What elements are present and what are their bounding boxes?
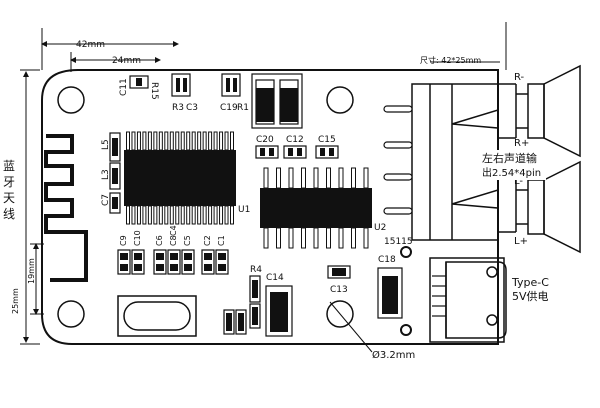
label-c15: C15 — [318, 135, 336, 145]
chip-u1 — [124, 150, 236, 206]
svg-text:线: 线 — [3, 207, 15, 221]
label-c5: C5 — [183, 235, 192, 246]
speaker-right — [515, 64, 581, 158]
label-c14: C14 — [266, 273, 284, 283]
board-outline — [41, 69, 499, 345]
mounting-holes — [57, 86, 354, 328]
label-c10: C10 — [133, 230, 142, 246]
label-c19: C19 — [220, 103, 238, 113]
label-c11: C11 — [119, 78, 129, 96]
label-r15: R15 — [149, 82, 159, 100]
label-l5: L5 — [101, 139, 111, 150]
label-c18: C18 — [378, 255, 396, 265]
crystal-body — [123, 301, 191, 331]
speaker-note-line2: 出2.54*4pin — [482, 166, 541, 179]
label-c1: C1 — [217, 235, 226, 246]
label-r-plus: R+ — [514, 138, 529, 149]
bottom-cap-pads — [120, 253, 226, 271]
usb-pins — [432, 275, 446, 317]
label-c9: C9 — [119, 235, 128, 246]
label-r-minus: R- — [514, 72, 525, 83]
power-line1: Type-C — [511, 276, 549, 289]
label-r4: R4 — [250, 265, 262, 275]
chip-u2 — [260, 188, 372, 228]
label-r3: R3 — [172, 103, 184, 113]
label-l-minus: L- — [514, 176, 523, 187]
label-15115: 15115 — [384, 237, 413, 247]
usb-typec-connector — [429, 257, 507, 343]
label-c4: C4 — [169, 225, 178, 236]
label-c12: C12 — [286, 135, 304, 145]
label-u2: U2 — [374, 223, 386, 233]
dim-24mm: 24mm — [112, 56, 141, 66]
chip-u1-pins — [126, 131, 234, 225]
dim-42mm: 42mm — [76, 40, 105, 50]
dim-19mm: 19mm — [27, 258, 36, 284]
svg-text:牙: 牙 — [3, 175, 15, 189]
label-c13: C13 — [330, 285, 348, 295]
label-c3: C3 — [186, 103, 198, 113]
chip-u2-pins — [263, 167, 369, 249]
svg-text:蓝: 蓝 — [3, 159, 15, 173]
label-l-plus: L+ — [514, 236, 528, 247]
speaker-pins — [383, 105, 413, 215]
antenna-label: 蓝 牙 天 线 — [3, 159, 15, 221]
label-u1: U1 — [238, 205, 250, 215]
label-c6: C6 — [155, 235, 164, 246]
label-c2: C2 — [203, 235, 212, 246]
power-line2: 5V供电 — [512, 289, 549, 303]
antenna-trace — [44, 134, 88, 282]
dimension-lines — [20, 22, 507, 345]
label-c8: C8 — [169, 235, 178, 246]
crystal-outline — [117, 295, 197, 337]
label-c20: C20 — [256, 135, 274, 145]
label-r1: R1 — [237, 103, 249, 113]
hole-diameter-label: Ø3.2mm — [372, 349, 415, 361]
label-c7: C7 — [101, 194, 111, 206]
dim-size-note: 尺寸: 42*25mm — [420, 55, 481, 65]
label-l3: L3 — [101, 169, 111, 180]
speaker-note-line1: 左右声道输 — [482, 151, 537, 165]
dim-25mm: 25mm — [11, 288, 20, 314]
svg-text:天: 天 — [3, 191, 15, 205]
